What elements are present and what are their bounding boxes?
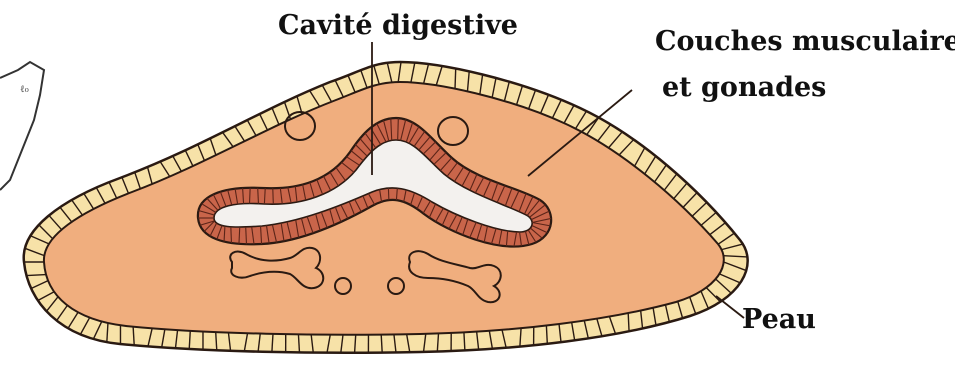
- gut-striation: [250, 188, 251, 204]
- gut-striation: [273, 188, 274, 204]
- gut-striation: [246, 227, 247, 244]
- gut-striation: [398, 118, 399, 140]
- skin-cell-divider: [464, 332, 465, 350]
- skin-cell-divider: [381, 335, 382, 353]
- skin-cell-divider: [546, 326, 547, 344]
- neighbor-fragment-scribble: ℓ₀: [20, 84, 29, 95]
- label-couches-musculaires: Couches musculaires: [655, 28, 955, 55]
- skin-cell-divider: [628, 313, 629, 331]
- label-et-gonades: et gonades: [662, 74, 826, 101]
- gut-striation: [258, 188, 259, 204]
- label-cavite-digestive: Cavité digestive: [278, 12, 518, 39]
- leader-line-peau: [716, 296, 744, 318]
- gut-striation: [231, 227, 232, 243]
- skin-cell-divider: [455, 69, 456, 89]
- label-peau: Peau: [742, 306, 816, 333]
- neighbor-shape-fragment: [0, 62, 44, 190]
